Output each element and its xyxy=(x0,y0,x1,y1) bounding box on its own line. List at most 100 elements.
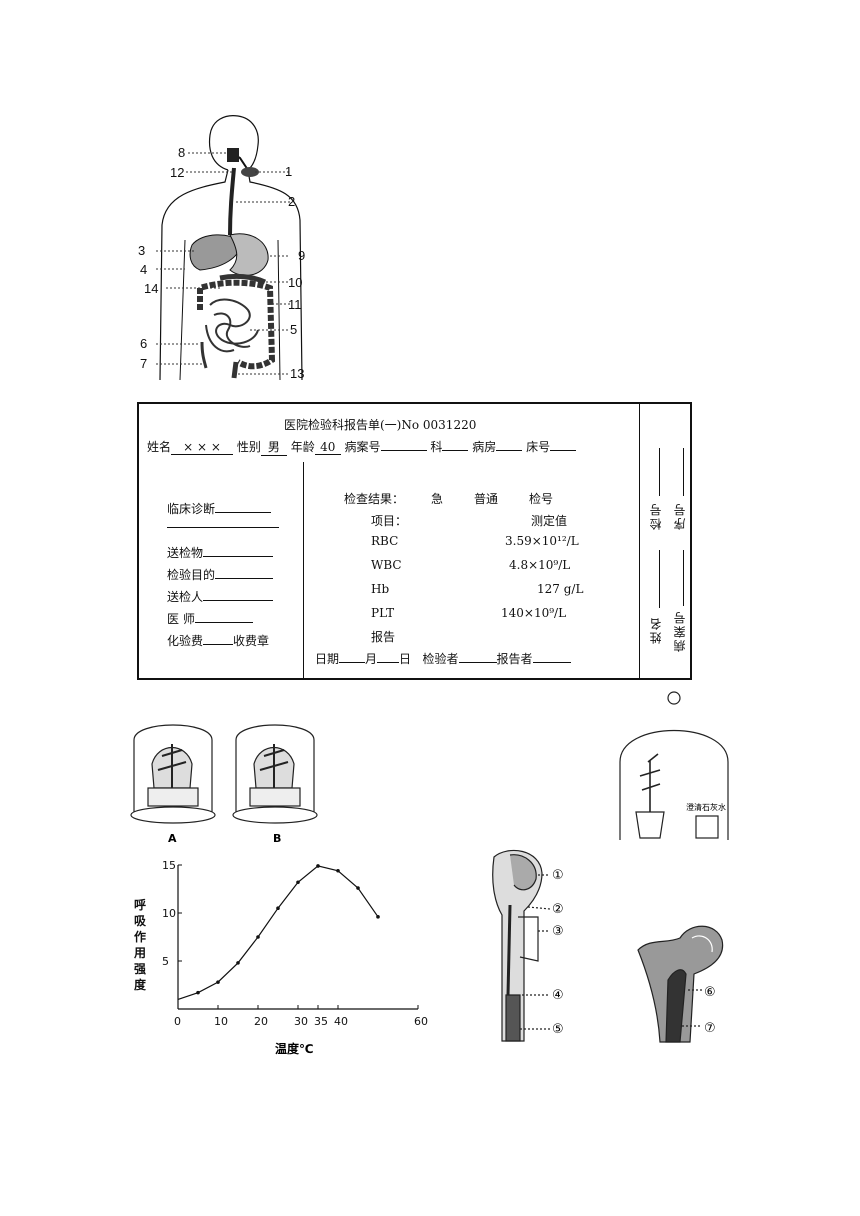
item-value: 3.59×10¹²/L xyxy=(505,534,579,548)
purpose-row: 检验目的 xyxy=(167,566,274,583)
x-tick-label: 35 xyxy=(314,1015,328,1028)
data-point xyxy=(276,906,280,910)
limewater-label: 澄清石灰水 xyxy=(686,802,726,812)
y-ticks: 5 10 15 xyxy=(162,859,182,968)
long-bone-drawing: ① ② ③ ④ ⑤ xyxy=(492,849,564,1042)
jar-b-label: B xyxy=(273,832,281,845)
bed-label: 床号 xyxy=(526,440,551,454)
blank-line xyxy=(167,526,279,528)
digestive-system-figure: 8 12 1 2 3 4 9 14 10 11 5 6 7 13 xyxy=(130,110,320,385)
jar-a-label: A xyxy=(168,832,177,845)
doctor-field xyxy=(194,622,253,623)
data-point xyxy=(356,886,360,890)
x-axis-label: 温度℃ xyxy=(275,1041,314,1055)
limewater-bell-jar: 澄清石灰水 xyxy=(616,690,736,845)
report-title: 医院检验科报告单(一)No 0031220 xyxy=(284,418,477,432)
bell-jar-experiment: A B xyxy=(128,712,328,847)
item-value: 140×10⁹/L xyxy=(501,606,567,620)
label-12: 12 xyxy=(170,165,185,180)
limewater-drawing: 澄清石灰水 xyxy=(619,691,729,840)
marker-3: ③ xyxy=(552,924,564,939)
reporter-field xyxy=(532,662,571,663)
label-5: 5 xyxy=(290,322,298,337)
side-line xyxy=(683,550,684,606)
doctor-label: 医 师 xyxy=(167,612,195,626)
case-no-field xyxy=(380,450,427,451)
y-axis-label: 呼吸作用强度 xyxy=(134,898,147,992)
side-line xyxy=(659,448,660,496)
fee-field xyxy=(203,644,234,645)
bell-jars-drawing: A B xyxy=(130,724,318,845)
marker-6: ⑥ xyxy=(704,985,716,1000)
clinical-diagnosis-row: 临床诊断 xyxy=(167,500,272,517)
side-line xyxy=(683,448,684,496)
bed-field xyxy=(550,450,577,451)
purpose-label: 检验目的 xyxy=(167,568,216,582)
name-label: 姓名 xyxy=(147,440,172,454)
item-label: 项目： xyxy=(371,514,408,528)
data-point xyxy=(296,880,300,885)
divider-right xyxy=(639,404,640,678)
divider-left xyxy=(303,462,304,678)
data-point xyxy=(376,915,380,919)
data-point xyxy=(216,980,220,984)
label-3: 3 xyxy=(138,243,146,258)
side-case-no: 病案号 xyxy=(673,610,687,652)
femur-head-section: ⑥ ⑦ xyxy=(630,910,730,1050)
y-tick-label: 15 xyxy=(162,859,176,872)
value-label: 测定值 xyxy=(531,514,568,528)
fee-label: 化验费 xyxy=(167,634,204,648)
item-name: RBC xyxy=(371,534,399,548)
data-point xyxy=(316,864,320,868)
normal-label: 普通 xyxy=(474,492,499,506)
doctor-row: 医 师 xyxy=(167,610,253,627)
label-1: 1 xyxy=(285,164,293,179)
data-points xyxy=(196,864,380,995)
marker-2: ② xyxy=(552,902,564,917)
label-4: 4 xyxy=(140,262,148,277)
side-test-no: 检号 xyxy=(649,502,663,530)
label-2: 2 xyxy=(288,194,296,209)
tester-label: 检验者 xyxy=(422,652,459,666)
label-13: 13 xyxy=(290,366,305,381)
specimen-row: 送检物 xyxy=(167,544,274,561)
x-tick-label: 20 xyxy=(254,1015,268,1028)
sex-label: 性别 xyxy=(236,440,261,454)
label-6: 6 xyxy=(140,336,148,351)
submitter-field xyxy=(203,600,274,601)
side-name: 姓名 xyxy=(649,616,663,644)
marker-5: ⑤ xyxy=(552,1022,564,1037)
side-line xyxy=(659,550,660,608)
item-name: WBC xyxy=(371,558,402,572)
x-tick-label: 0 xyxy=(174,1015,181,1028)
specimen-label: 送检物 xyxy=(167,546,204,560)
purpose-field xyxy=(215,578,274,579)
tester-field xyxy=(458,662,497,663)
label-8: 8 xyxy=(178,145,186,160)
report-word: 报告 xyxy=(371,630,396,644)
data-point xyxy=(196,990,200,995)
y-tick-label: 10 xyxy=(162,907,176,920)
sex-value: 男 xyxy=(260,438,287,456)
item-name: PLT xyxy=(371,606,395,620)
x-tick-label: 10 xyxy=(214,1015,228,1028)
label-7: 7 xyxy=(140,356,148,371)
item-value: 4.8×10⁹/L xyxy=(509,558,571,572)
data-point xyxy=(256,935,260,939)
y-tick-label: 5 xyxy=(162,955,169,968)
marker-4: ④ xyxy=(552,988,564,1003)
marker-7: ⑦ xyxy=(704,1021,716,1036)
x-tick-label: 60 xyxy=(414,1015,428,1028)
x-tick-label: 40 xyxy=(334,1015,348,1028)
age-value: 40 xyxy=(314,440,341,455)
marker-1: ① xyxy=(552,868,564,883)
side-serial-no: 序号 xyxy=(673,502,687,530)
age-label: 年龄 xyxy=(290,440,315,454)
label-14: 14 xyxy=(144,281,159,296)
reporter-label: 报告者 xyxy=(496,652,533,666)
result-label: 检查结果： xyxy=(344,492,405,506)
